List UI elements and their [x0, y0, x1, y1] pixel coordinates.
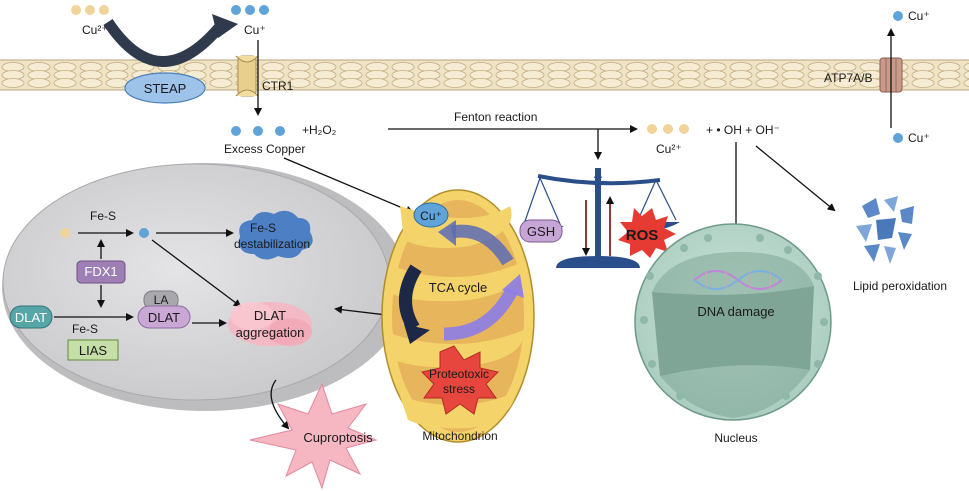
- cu-mito-label: Cu⁺: [420, 209, 442, 223]
- cuproptosis-label: Cuproptosis: [303, 430, 373, 445]
- lipid-fragments: [856, 196, 914, 264]
- gsh-ros-balance: [520, 168, 680, 268]
- gsh-molecule: GSH: [519, 219, 563, 243]
- proteotoxic-stress-burst: [421, 345, 499, 415]
- steap-transporter: STEAP: [124, 72, 206, 104]
- ctr1-label: CTR1: [262, 79, 294, 93]
- proteotoxic-label-2: stress: [443, 382, 475, 396]
- cu1-ion-mito: Cu⁺: [413, 202, 449, 228]
- la-label: LA: [154, 293, 169, 307]
- steap-label: STEAP: [144, 81, 187, 96]
- hydroxyl-label: + • OH + OH⁻: [706, 123, 780, 137]
- cu1-ion-efflux-top: [893, 11, 903, 21]
- nucleus-label: Nucleus: [714, 431, 757, 445]
- dlat-left-protein: DLAT: [9, 305, 53, 329]
- fenton-label: Fenton reaction: [454, 110, 537, 124]
- tca-label: TCA cycle: [429, 280, 488, 295]
- arrow-cu1-to-aggregation: [151, 239, 242, 308]
- fdx1-protein: FDX1: [76, 260, 126, 284]
- arrow-to-cuproptosis: [270, 379, 290, 430]
- dlat-aggregation: [228, 302, 312, 346]
- cu1-label: Cu⁺: [244, 23, 266, 37]
- steap-reduction-arrow: [103, 18, 227, 67]
- arrow-copper-to-mito: [283, 157, 414, 214]
- fes-destab-label-1: Fe-S: [250, 221, 276, 235]
- ros-label: ROS: [626, 227, 659, 244]
- dna-helix: [693, 270, 783, 290]
- dlat-agg-label-2: aggregation: [236, 325, 305, 340]
- cu2-fenton-label: Cu²⁺: [656, 142, 682, 156]
- cuproptosis-burst: [249, 382, 378, 490]
- dna-damage-label: DNA damage: [697, 304, 774, 319]
- gsh-label: GSH: [527, 224, 555, 239]
- atp7ab-label: ATP7A/B: [824, 71, 872, 85]
- fdx1-label: FDX1: [84, 264, 117, 279]
- lias-label: LIAS: [79, 343, 108, 358]
- cu2-ions-outside: [71, 5, 109, 15]
- lipid-peroxidation-label: Lipid peroxidation: [853, 279, 947, 293]
- cu1-efflux-top-label: Cu⁺: [908, 9, 930, 23]
- cell-compartment: [2, 163, 408, 411]
- lias-protein: LIAS: [67, 339, 119, 361]
- steap-arrowhead: [212, 14, 238, 38]
- la-tag: LA: [143, 290, 179, 310]
- cu1-efflux-bottom-label: Cu⁺: [908, 131, 930, 145]
- fes-destab-label-2: destabilization: [234, 237, 310, 251]
- fes-lias-label: Fe-S: [72, 322, 98, 336]
- ctr1-transporter: [235, 55, 259, 97]
- fes-destabilization-cloud: [239, 210, 313, 260]
- h2o2-label: +H₂O₂: [302, 123, 337, 137]
- nucleus: [634, 223, 832, 421]
- cu1-ion-cell: [139, 228, 149, 238]
- cu2-ions-fenton: [647, 124, 689, 134]
- excess-copper-label: Excess Copper: [224, 142, 305, 156]
- excess-copper-ions: [231, 126, 285, 136]
- cu2-label: Cu²⁺: [82, 23, 108, 37]
- proteotoxic-label-1: Proteotoxic: [429, 367, 489, 381]
- dlat-agg-label-1: DLAT: [254, 308, 286, 323]
- cu2-ion-cell: [60, 228, 70, 238]
- fes-top-label: Fe-S: [90, 209, 116, 223]
- tca-cycle-arrows: [399, 220, 524, 344]
- cu1-ion-efflux-bottom: [893, 133, 903, 143]
- dlat-lipoylated-label: DLAT: [148, 310, 180, 325]
- mitochondrion-label: Mitochondrion: [422, 429, 497, 443]
- ros-burst: [618, 208, 676, 258]
- cu1-ions-outside: [231, 5, 269, 15]
- dlat-left-label: DLAT: [15, 310, 47, 325]
- dlat-lipoylated-protein: DLAT: [137, 305, 191, 329]
- arrow-to-lipid-peroxidation: [755, 145, 836, 212]
